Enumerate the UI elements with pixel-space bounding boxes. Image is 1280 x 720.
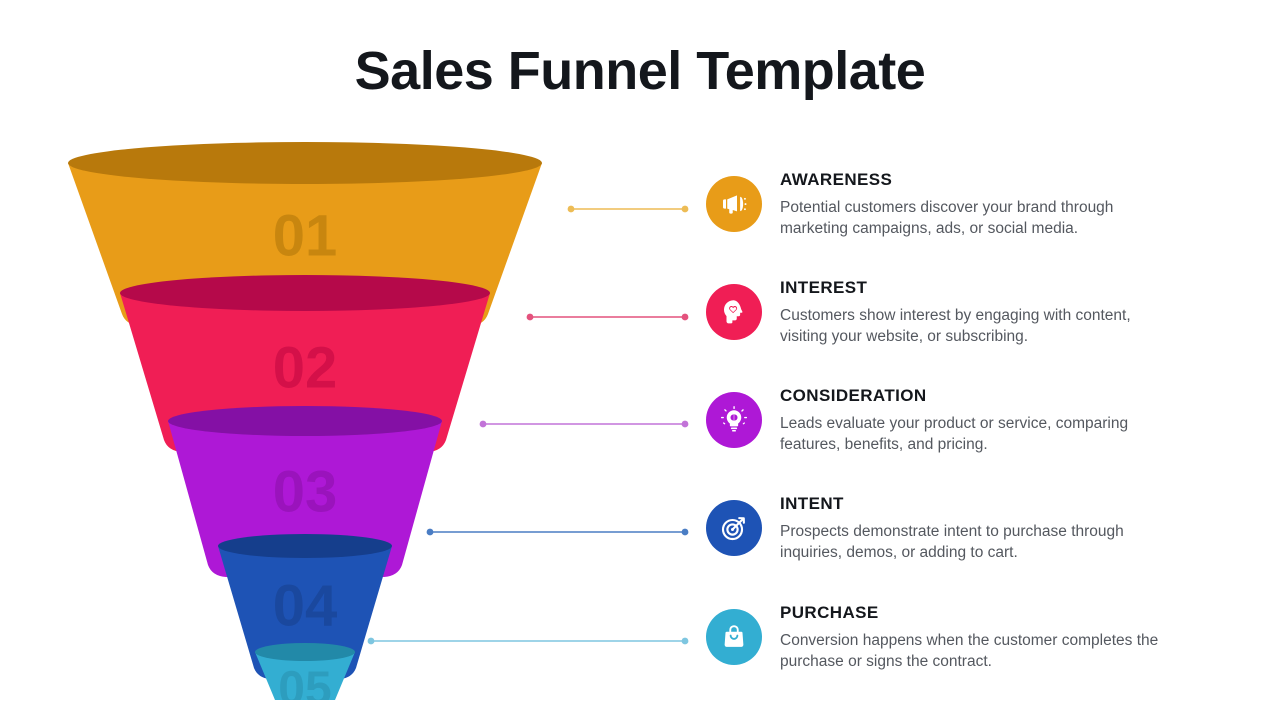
stage-description: Prospects demonstrate intent to purchase… [780, 523, 1124, 562]
funnel-layer-4[interactable]: 04 [218, 534, 392, 679]
stage-title: INTENT [780, 494, 844, 513]
stage-description: Leads evaluate your product or service, … [780, 415, 1129, 454]
stage-description: Conversion happens when the customer com… [780, 632, 1159, 671]
funnel-layer-2-number: 02 [273, 335, 338, 400]
connector-5 [367, 637, 689, 645]
funnel-layer-3[interactable]: 03 [168, 406, 442, 577]
head-heart-icon [706, 284, 762, 340]
funnel-layer-1-rim [68, 142, 542, 184]
page-title: Sales Funnel Template [354, 41, 926, 101]
stage-text-block: PURCHASE Conversion happens when the cus… [780, 603, 1180, 673]
stage-description: Customers show interest by engaging with… [780, 307, 1131, 346]
stage-text-block: INTEREST Customers show interest by enga… [780, 278, 1180, 348]
funnel-layer-4-rim [218, 534, 392, 558]
lightbulb-icon [706, 392, 762, 448]
funnel-layer-3-rim [168, 406, 442, 436]
connector-2 [526, 313, 689, 321]
funnel-layer-5-number: 05 [278, 663, 331, 700]
funnel-layer-3-number: 03 [273, 459, 338, 524]
megaphone-icon [706, 176, 762, 232]
funnel-layer-5[interactable]: 05 [255, 643, 355, 700]
funnel-diagram: 01 02 03 04 [50, 140, 690, 700]
funnel-layer-2-rim [120, 275, 490, 311]
stage-text-block: AWARENESS Potential customers discover y… [780, 170, 1180, 240]
funnel-stage-consideration[interactable]: CONSIDERATION Leads evaluate your produc… [706, 386, 1206, 456]
funnel-layer-5-body [255, 652, 355, 700]
connector-1 [567, 205, 689, 213]
target-arrow-icon [706, 500, 762, 556]
funnel-stage-purchase[interactable]: PURCHASE Conversion happens when the cus… [706, 603, 1206, 673]
stage-title: INTEREST [780, 278, 868, 297]
stage-text-block: INTENT Prospects demonstrate intent to p… [780, 494, 1180, 564]
funnel-layer-3-body [168, 421, 442, 577]
funnel-layer-5-rim [255, 643, 355, 661]
funnel-layer-4-body [218, 546, 392, 679]
funnel-stage-interest[interactable]: INTEREST Customers show interest by enga… [706, 278, 1206, 348]
funnel-stage-awareness[interactable]: AWARENESS Potential customers discover y… [706, 170, 1206, 240]
connector-4 [426, 528, 689, 536]
shopping-bag-icon [706, 609, 762, 665]
connector-3 [479, 420, 689, 428]
stage-title: PURCHASE [780, 603, 879, 622]
funnel-layer-1-number: 01 [273, 203, 338, 268]
stage-text-block: CONSIDERATION Leads evaluate your produc… [780, 386, 1180, 456]
stage-title: AWARENESS [780, 170, 893, 189]
funnel-layer-4-number: 04 [273, 573, 338, 638]
stage-description: Potential customers discover your brand … [780, 199, 1114, 238]
stage-title: CONSIDERATION [780, 386, 927, 405]
funnel-stage-intent[interactable]: INTENT Prospects demonstrate intent to p… [706, 494, 1206, 564]
